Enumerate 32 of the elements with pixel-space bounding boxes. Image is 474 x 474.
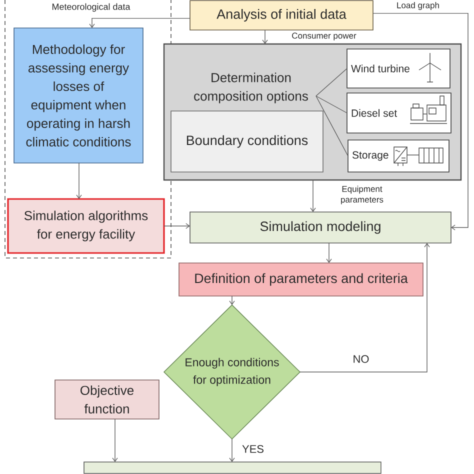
arrow: [300, 243, 430, 372]
connector-line: [316, 68, 348, 96]
edge-label: Equipment parameters: [336, 184, 388, 206]
edge-label: YES: [241, 444, 265, 454]
arrow: [76, 162, 82, 199]
arrow: [262, 30, 268, 44]
arrow: [326, 242, 332, 263]
process-box: Simulation algorithms for energy facility: [7, 198, 165, 254]
arrow: [89, 18, 190, 28]
process-box: Methodology for assessing energy losses of equipment when operating in harsh climatic conditions: [14, 28, 144, 164]
edge-label: Meteorological data: [50, 2, 132, 13]
arrow: [372, 12, 468, 230]
process-box: Simulation modeling: [190, 212, 452, 244]
edge-label: Load graph: [396, 1, 440, 11]
process-box: Analysis of initial data: [190, 0, 374, 30]
arrow: [229, 438, 235, 462]
process-box: Objective function: [54, 380, 160, 420]
process-box: Boundary conditions: [170, 110, 324, 172]
arrow: [112, 418, 118, 462]
edge-label: Consumer power: [290, 32, 358, 42]
arrow: [310, 180, 316, 212]
component-box: Diesel set: [346, 92, 452, 134]
process-box: Definition of parameters and criteria: [178, 262, 424, 296]
edge-label: NO: [352, 354, 370, 364]
component-box: Storage: [348, 140, 450, 172]
connector-line: [316, 96, 348, 156]
arrow: [164, 223, 190, 229]
connector-line: [316, 96, 348, 114]
arrow: [229, 296, 235, 305]
process-box: [84, 462, 382, 474]
panel-title: Determination composition options: [194, 72, 308, 104]
component-box: Wind turbine: [346, 48, 450, 88]
